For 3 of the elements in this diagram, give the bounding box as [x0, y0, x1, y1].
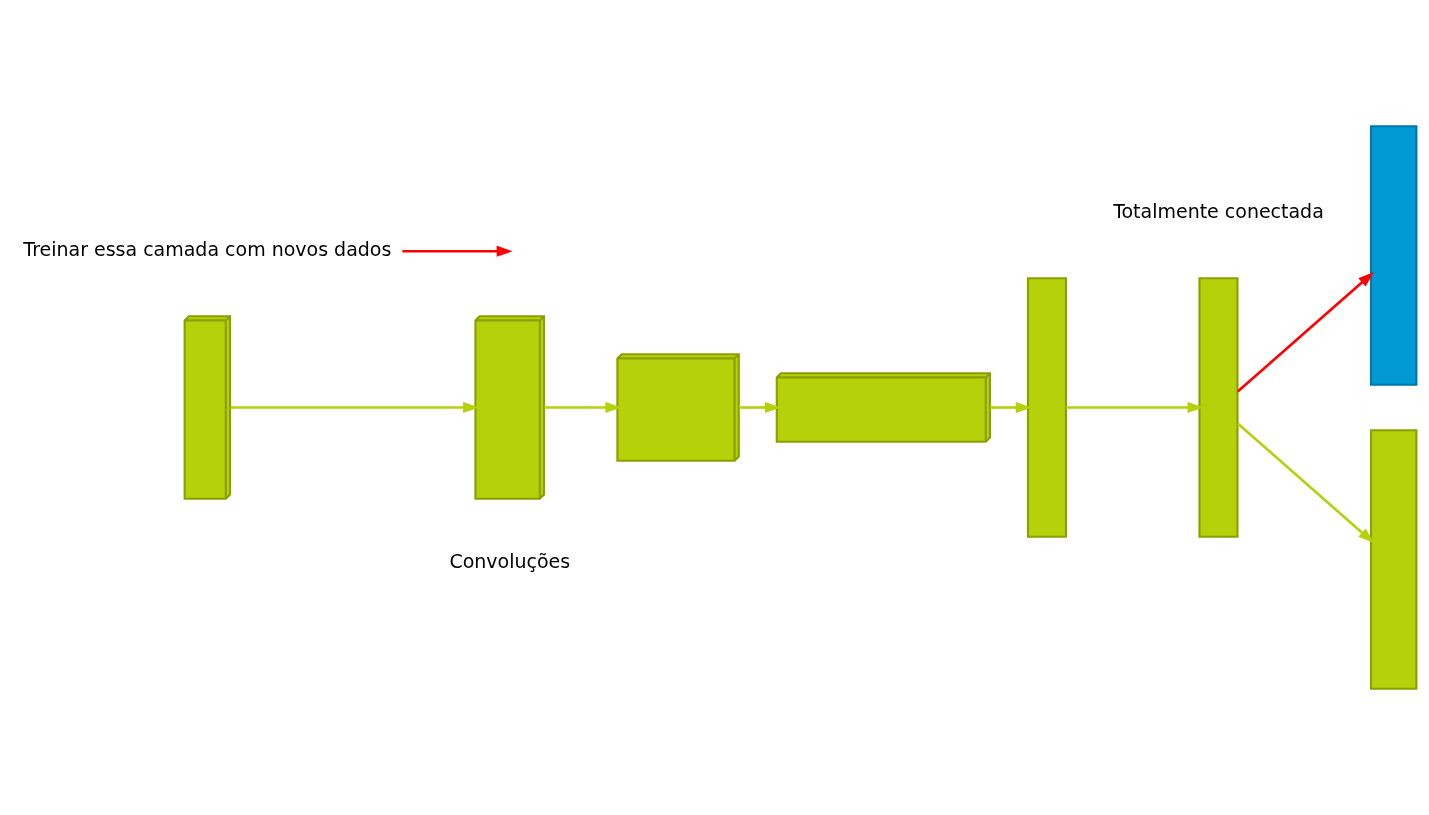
- label: Totalmente conectada: [1113, 199, 1324, 222]
- label: Convoluções: [449, 550, 571, 573]
- node-text: Treinar essa camada com novos dados: [23, 237, 392, 260]
